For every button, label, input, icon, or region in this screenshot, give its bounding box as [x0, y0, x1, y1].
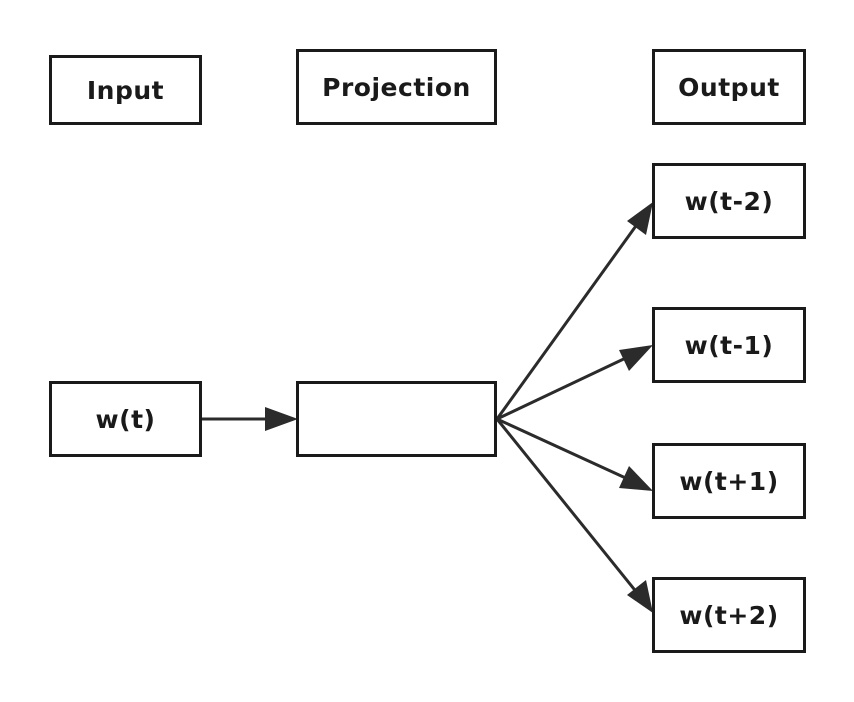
- projection-node: [296, 381, 497, 457]
- projection-header-box: Projection: [296, 49, 497, 125]
- arrowhead-projection-to-output-2: [619, 345, 653, 371]
- arrow-projection-to-output-1: [495, 222, 640, 420]
- output-node-4: w(t+2): [652, 577, 806, 653]
- input-header-label: Input: [86, 75, 165, 105]
- output-node-3: w(t+1): [652, 443, 806, 519]
- projection-header-label: Projection: [322, 72, 471, 102]
- output-node-1-label: w(t-2): [684, 186, 774, 216]
- output-node-1: w(t-2): [652, 163, 806, 239]
- arrow-projection-to-output-4: [495, 418, 640, 595]
- arrowhead-projection-to-output-4: [627, 580, 653, 613]
- output-header-box: Output: [652, 49, 806, 125]
- arrowhead-projection-to-output-1: [627, 202, 653, 235]
- arrowhead-input-to-projection: [265, 407, 298, 431]
- arrow-projection-to-output-2: [496, 354, 631, 421]
- output-node-3-label: w(t+1): [679, 466, 779, 496]
- output-header-label: Output: [678, 72, 780, 102]
- output-node-4-label: w(t+2): [679, 600, 779, 630]
- output-node-2: w(t-1): [652, 307, 806, 383]
- arrowhead-projection-to-output-3: [619, 466, 653, 491]
- input-word-label: w(t): [95, 404, 156, 434]
- input-word-node: w(t): [49, 381, 202, 457]
- input-header-box: Input: [49, 55, 202, 125]
- output-node-2-label: w(t-1): [684, 330, 774, 360]
- arrow-projection-to-output-3: [496, 417, 631, 482]
